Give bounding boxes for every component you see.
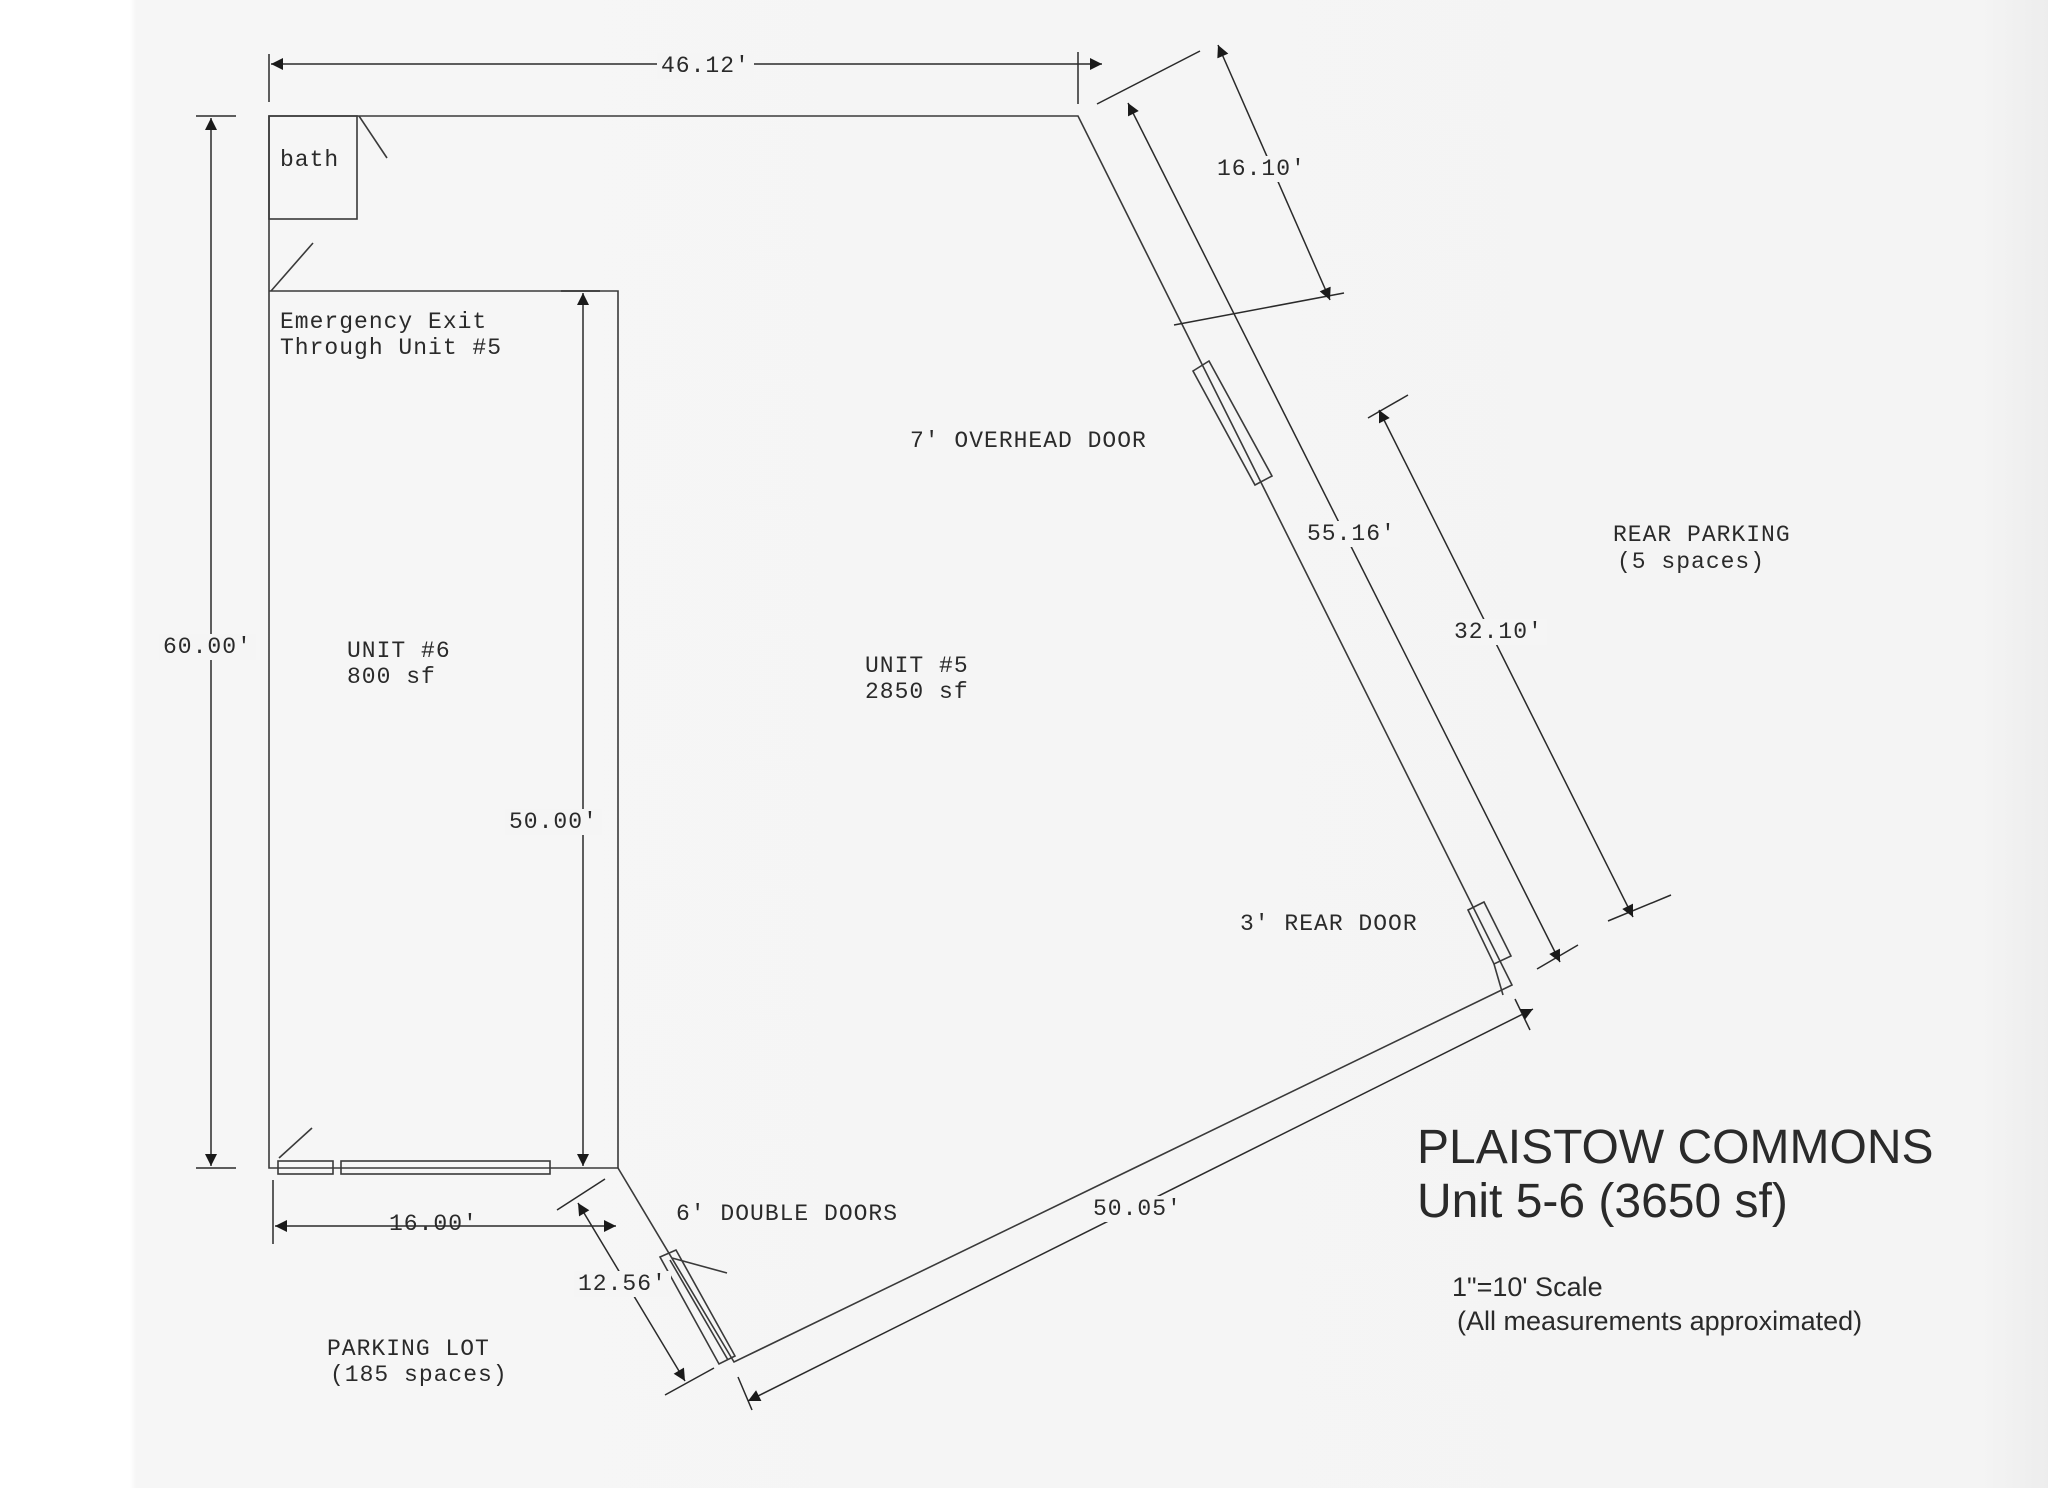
dim-door-ext-top: [556, 1178, 606, 1211]
dim-right-long-label: 55.16': [1303, 521, 1400, 547]
dim-door-ext-bottom: [664, 1367, 715, 1396]
scale-note: 1"=10' Scale: [1452, 1272, 1603, 1302]
bath-room: [268, 115, 358, 220]
double-doors-label: 6' DOUBLE DOORS: [676, 1201, 899, 1227]
front-door-swing: [278, 1127, 313, 1159]
dim-left-label: 60.00': [159, 634, 256, 660]
rear-parking-label-line2: (5 spaces): [1617, 549, 1766, 575]
dim-bottom-angled-label: 50.05': [1089, 1196, 1186, 1222]
approximation-note: (All measurements approximated): [1457, 1306, 1863, 1336]
bath-door-swing: [358, 115, 388, 159]
dim-top-label: 46.12': [657, 53, 754, 79]
unit5-name-label: UNIT #5: [865, 653, 969, 679]
dim-short-ext-top: [1096, 50, 1201, 105]
bath-label: bath: [280, 147, 340, 173]
emergency-exit-label-line1: Emergency Exit: [280, 309, 488, 335]
emergency-exit-label-line2: Through Unit #5: [280, 335, 503, 361]
dim-bottom-ext-left: [737, 1376, 753, 1411]
unit-partition-wall: [269, 290, 619, 1168]
unit6-front-window: [340, 1160, 551, 1175]
unit5-area-label: 2850 sf: [865, 679, 969, 705]
unit6-area-label: 800 sf: [347, 664, 436, 690]
dim-rear-ext-bottom: [1607, 894, 1672, 922]
dim-unit6-wall-label: 50.00': [505, 809, 602, 835]
parking-lot-label-line2: (185 spaces): [330, 1362, 508, 1388]
plan-title: PLAISTOW COMMONS: [1417, 1121, 1934, 1174]
building-outline: [268, 115, 1514, 1366]
overhead-door-label: 7' OVERHEAD DOOR: [910, 428, 1147, 454]
dim-short-ext-bottom: [1173, 292, 1345, 326]
dim-door-segment-label: 12.56': [574, 1271, 671, 1297]
rear-door-swing: [1493, 963, 1504, 996]
dim-rear-ext-top: [1367, 394, 1409, 419]
unit6-name-label: UNIT #6: [347, 638, 451, 664]
parking-lot-label-line1: PARKING LOT: [327, 1336, 490, 1362]
dim-angled-short-label: 16.10': [1213, 156, 1310, 182]
unit6-front-door: [277, 1160, 334, 1175]
overhead-door: [1191, 359, 1274, 487]
dim-front-width-label: 16.00': [389, 1211, 478, 1237]
rear-door-label: 3' REAR DOOR: [1240, 911, 1418, 937]
plan-subtitle: Unit 5-6 (3650 sf): [1417, 1175, 1788, 1228]
dim-right-short-label: 32.10': [1450, 619, 1547, 645]
exterior-walls: [268, 115, 1514, 1364]
exit-door-swing: [270, 242, 314, 292]
rear-parking-label-line1: REAR PARKING: [1613, 522, 1791, 548]
dim-rear-line: [1378, 409, 1634, 918]
double-doors-center: [669, 1259, 729, 1361]
